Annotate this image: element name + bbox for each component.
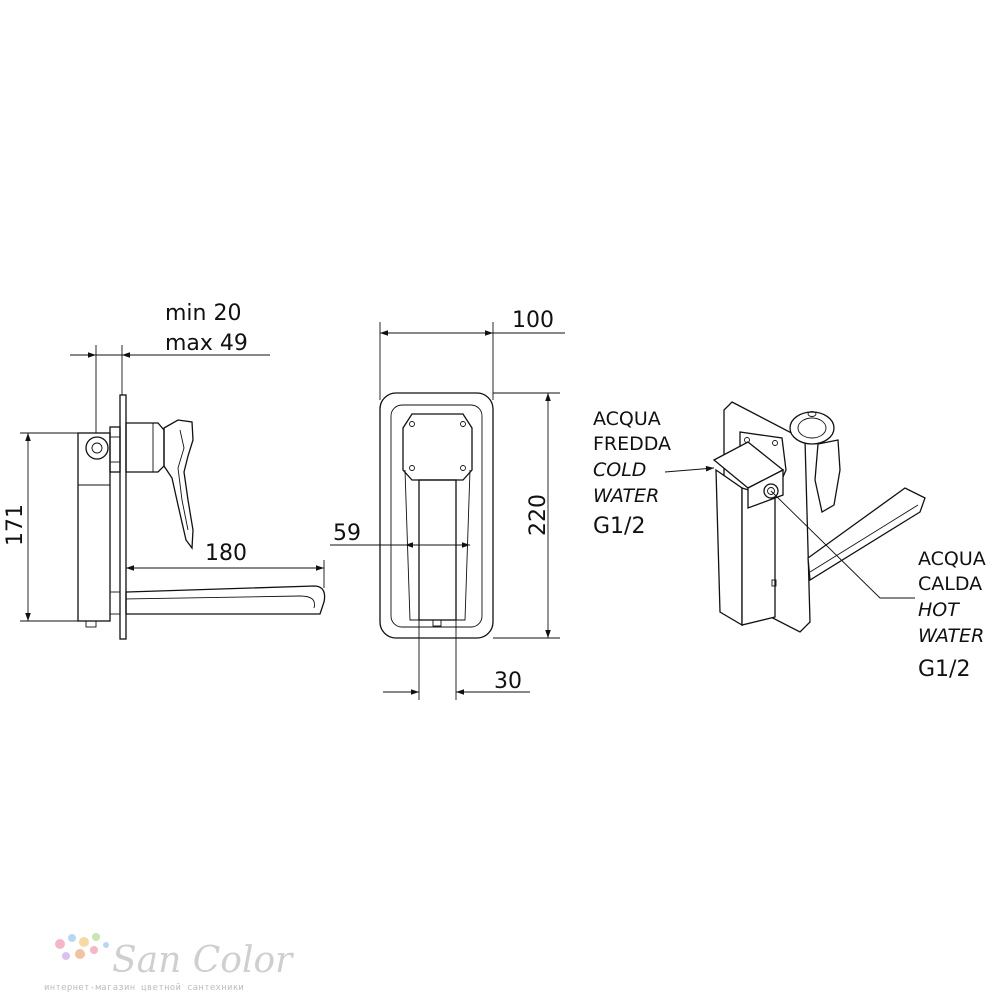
iso-handle-cylinder bbox=[789, 411, 835, 445]
watermark-dot bbox=[62, 952, 70, 960]
iso-body-left bbox=[715, 468, 743, 627]
hot-label-line4: WATER bbox=[918, 625, 984, 647]
watermark-brand: San Color bbox=[112, 940, 294, 981]
iso-handle-lever bbox=[814, 439, 841, 514]
cold-label-line2: FREDDA bbox=[593, 433, 671, 455]
watermark: San Color интернет-магазин цветной санте… bbox=[44, 933, 294, 993]
hot-thread-size: G1/2 bbox=[918, 657, 970, 682]
hot-label-line2: CALDA bbox=[918, 573, 982, 595]
side-spout bbox=[125, 585, 326, 615]
watermark-dot bbox=[55, 939, 65, 949]
iso-spout bbox=[807, 487, 926, 582]
watermark-dot bbox=[103, 942, 109, 948]
dim-side-height: 171 bbox=[3, 504, 28, 546]
cold-label-line1: ACQUA bbox=[593, 408, 661, 430]
dim-plate-height: 220 bbox=[526, 494, 551, 536]
side-valve-circle bbox=[85, 436, 109, 460]
side-view: min 20 max 49 171 180 bbox=[3, 301, 326, 640]
cold-thread-size: G1/2 bbox=[593, 514, 645, 539]
dim-wall-max: max 49 bbox=[165, 331, 248, 356]
cold-label-line3: COLD bbox=[593, 459, 646, 481]
side-mounting-body bbox=[77, 432, 111, 622]
front-wall-plate bbox=[379, 392, 494, 639]
side-valve-housing bbox=[125, 422, 165, 473]
dim-spout-width: 30 bbox=[494, 669, 522, 694]
hot-water-label: ACQUA CALDA HOT WATER G1/2 bbox=[918, 548, 986, 682]
watermark-dot bbox=[92, 933, 100, 941]
watermark-dot bbox=[79, 937, 89, 947]
dim-wall-min: min 20 bbox=[165, 301, 241, 326]
isometric-view bbox=[664, 401, 926, 633]
dim-spout-length: 180 bbox=[205, 541, 247, 566]
front-spout bbox=[418, 479, 457, 621]
dim-body-width: 59 bbox=[333, 521, 361, 546]
cold-water-label: ACQUA FREDDA COLD WATER G1/2 bbox=[593, 408, 671, 539]
front-handle bbox=[402, 413, 473, 481]
front-view: 100 220 59 30 bbox=[330, 308, 565, 700]
hot-label-line3: HOT bbox=[918, 599, 960, 621]
side-handle-lever bbox=[163, 419, 194, 550]
dim-plate-width: 100 bbox=[512, 308, 554, 333]
side-wall-plate bbox=[119, 394, 127, 640]
watermark-dot bbox=[75, 949, 85, 959]
watermark-dot bbox=[90, 946, 98, 954]
watermark-dots bbox=[55, 933, 109, 960]
cold-label-line4: WATER bbox=[593, 485, 659, 507]
watermark-dot bbox=[68, 934, 76, 942]
watermark-tagline: интернет-магазин цветной сантехники bbox=[44, 983, 244, 993]
hot-label-line1: ACQUA bbox=[918, 548, 986, 570]
iso-body-front bbox=[741, 487, 776, 626]
